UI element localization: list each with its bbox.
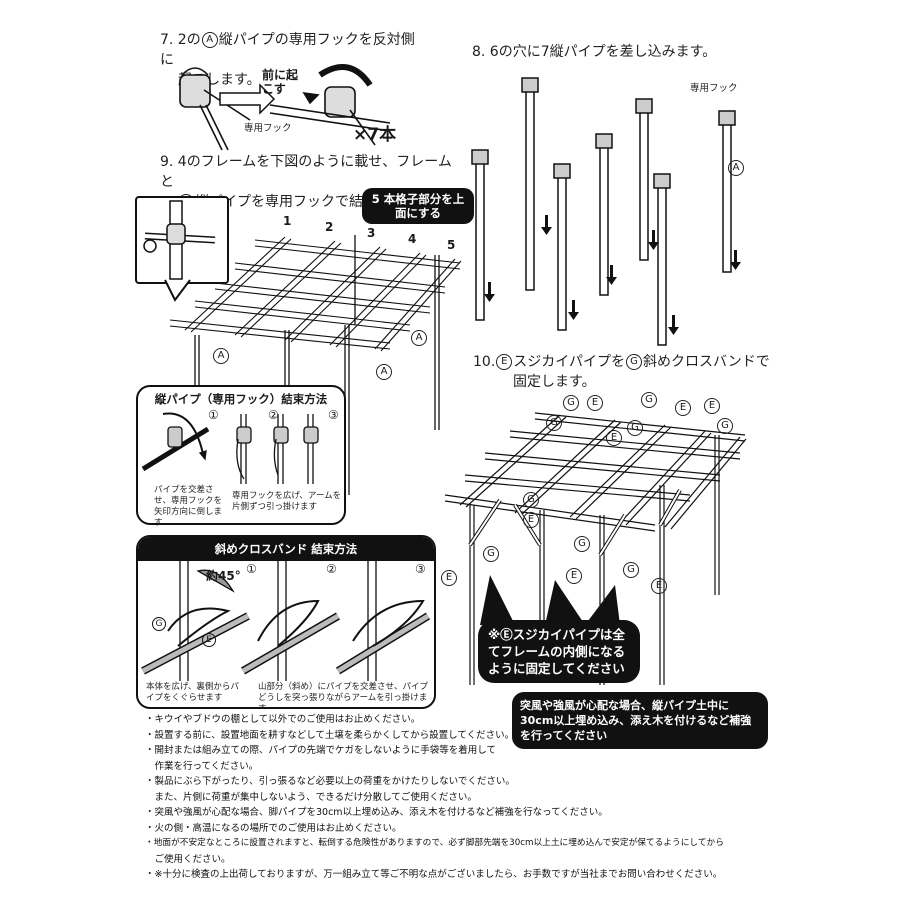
step10-note-callout: ※Ⓔスジカイパイプは全てフレームの内側になるように固定してください — [478, 620, 640, 683]
hook-steps-illustration — [141, 412, 319, 484]
frame-label-a: A — [411, 330, 427, 346]
step10-pre: 10. — [473, 354, 496, 370]
band-steps-illustration — [141, 561, 431, 681]
vertical-pipe — [553, 163, 571, 331]
trellis-label-e: E — [675, 400, 691, 416]
step7-hook-caption: 専用フック — [244, 123, 292, 134]
step7-line1b: 縦パイプの専用フックを反対側に — [160, 32, 415, 68]
hook-step-2: ② — [268, 408, 279, 422]
vertical-pipe — [471, 149, 489, 321]
trellis-label-e: E — [566, 568, 582, 584]
trellis-label-g: G — [523, 492, 539, 508]
step10-wind-callout: 突風や強風が心配な場合、縦パイプ土中に30cm以上埋め込み、添え木を付けるなど補… — [512, 692, 768, 749]
step8-hook-caption: 専用フック — [690, 83, 738, 94]
frame-number-2: 2 — [325, 220, 334, 234]
hook-panel-title: 縦パイプ（専用フック）結束方法 — [154, 392, 328, 406]
hook-caption-1: パイプを交差させ、専用フックを矢印方向に倒します — [154, 485, 223, 528]
hook-method-panel: 縦パイプ（専用フック）結束方法 ① ② ③ パイプを交差させ、専用フックを矢印方… — [136, 385, 346, 528]
vertical-pipe — [635, 98, 653, 261]
step8-illustration — [471, 77, 741, 346]
step8-heading: 8. 6の穴に7縦パイプを差し込みます。 — [472, 44, 717, 60]
step9-callout: 5 本格子部分を上面にする — [362, 188, 474, 224]
trellis-label-e: E — [651, 578, 667, 594]
band-panel-title: 斜めクロスバンド 結束方法 — [138, 537, 434, 561]
band-label-e: E — [202, 633, 216, 647]
down-arrows — [484, 215, 741, 335]
hook-step-3: ③ — [328, 408, 339, 422]
note-callout-pointer — [480, 575, 620, 625]
note-line: ご使用ください。 — [145, 853, 231, 865]
hook-step-1: ① — [208, 408, 219, 422]
note-line: ・開封または組み立ての際、パイプの先端でケガをしないように手袋等を着用して — [145, 745, 497, 756]
trellis-label-e: E — [523, 512, 539, 528]
note-line: ・設置する前に、設置地面を耕すなどして土壌を柔らかくしてから設置してください。 — [145, 729, 515, 741]
band-angle-label: 約45° — [206, 569, 241, 583]
frame-number-1: 1 — [283, 214, 292, 228]
zoom-detail-illustration — [143, 200, 216, 302]
note-line: また、片側に荷重が集中しないよう、できるだけ分散してご使用ください。 — [145, 791, 477, 803]
step7-count: ×7本 — [353, 125, 397, 145]
trellis-label-e: E — [587, 395, 603, 411]
step9-line1: 9. 4のフレームを下図のように載せ、フレームと — [160, 154, 452, 190]
caution-notes: ・キウイやブドウの棚として以外でのご使用はお止めください。 ・設置する前に、設置… — [145, 712, 765, 883]
vertical-pipe — [718, 110, 736, 273]
trellis-label-g: G — [483, 546, 499, 562]
arrow-right-icon — [219, 83, 276, 115]
trellis-label-e: E — [441, 570, 457, 586]
note-line: ・※十分に検査の上出荷しておりますが、万一組み立て等ご不明な点がございましたら、… — [145, 869, 723, 880]
frame-label-a: A — [376, 364, 392, 380]
trellis-label-g: G — [546, 415, 562, 431]
step10-mid: スジカイパイプを — [513, 354, 625, 370]
hook-raised-illustration — [269, 64, 391, 146]
note-line: ・突風や強風が心配な場合、脚パイプを30cm以上埋め込み、添え木を付けるなど補強… — [145, 807, 608, 818]
circle-label-g: G — [626, 354, 642, 370]
step10-post: 斜めクロスバンドで — [643, 354, 770, 370]
band-caption-2: 山部分（斜め）にパイプを交差させ、パイプどうしを突っ張りながらアームを引っ掛けま… — [258, 682, 429, 709]
band-method-panel: 斜めクロスバンド 結束方法 約45° ① ② ③ G E 本体を広げ、裏側からパ… — [136, 535, 436, 709]
note-line: 作業を行ってください。 — [145, 760, 259, 772]
note-line: ・地面が不安定なところに設置されますと、転倒する危険性がありますので、必ず脚部先… — [145, 838, 724, 848]
band-step-2: ② — [326, 562, 337, 576]
frame-label-a: A — [213, 348, 229, 364]
note-line: ・製品にぶら下がったり、引っ張るなど必要以上の荷重をかけたりしないでください。 — [145, 776, 515, 787]
step7-illustration — [179, 64, 391, 151]
circle-label-a: A — [201, 32, 218, 48]
trellis-label-g: G — [717, 418, 733, 434]
frame-number-4: 4 — [408, 232, 417, 246]
trellis-label-g: G — [563, 395, 579, 411]
trellis-label-e: E — [704, 398, 720, 414]
hook-caption-2: 専用フックを広げ、アームを片側ずつ引っ掛けます — [232, 491, 342, 512]
frame-number-5: 5 — [447, 238, 456, 252]
step10-line2: 固定します。 — [513, 374, 596, 390]
band-caption-1: 本体を広げ、裏側からパイプをくぐらせます — [146, 682, 239, 703]
note-line: ・キウイやブドウの棚として以外でのご使用はお止めください。 — [145, 714, 421, 725]
band-step-1: ① — [246, 562, 257, 576]
vertical-pipe — [653, 173, 671, 346]
vertical-pipe — [595, 133, 613, 296]
vertical-pipe — [521, 77, 539, 291]
hook-closed-illustration — [179, 67, 251, 151]
trellis-label-e: E — [606, 430, 622, 446]
trellis-label-g: G — [627, 420, 643, 436]
step8-label-a: A — [728, 160, 744, 176]
step7-raise-caption: 前に起こす — [262, 68, 299, 96]
circle-label-e: E — [496, 354, 513, 370]
step7-line1: 7. 2の — [160, 32, 201, 48]
frame-number-3: 3 — [367, 226, 376, 240]
trellis-label-g: G — [641, 392, 657, 408]
band-label-g: G — [152, 617, 166, 631]
trellis-label-g: G — [574, 536, 590, 552]
note-line: ・火の側・高温になるの場所でのご使用はお止めください。 — [145, 822, 402, 834]
band-step-3: ③ — [415, 562, 426, 576]
trellis-label-g: G — [623, 562, 639, 578]
